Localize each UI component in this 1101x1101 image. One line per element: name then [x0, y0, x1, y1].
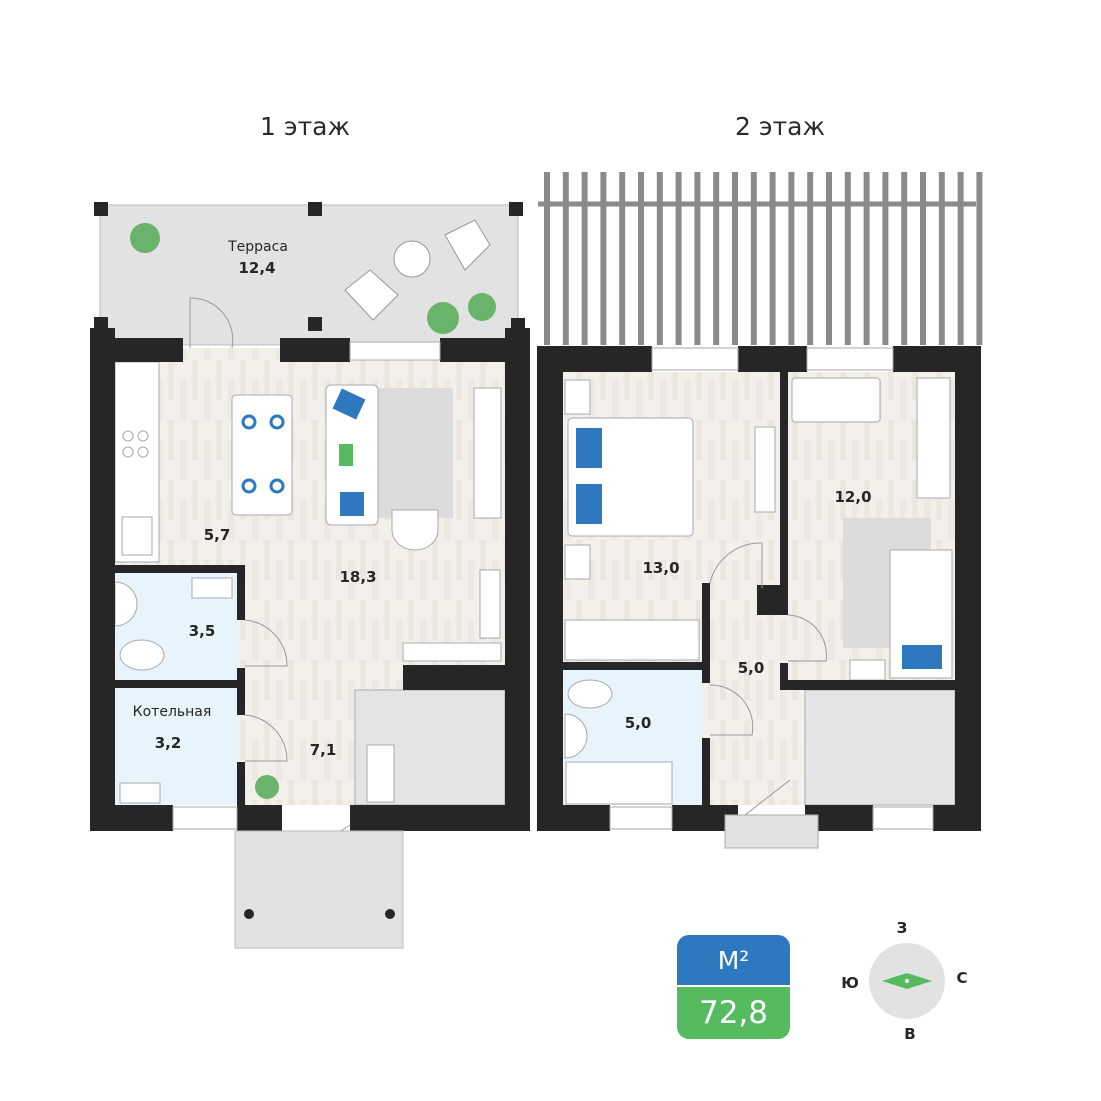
- sofa: [325, 384, 502, 662]
- floor2-walls: [537, 346, 981, 831]
- railing: [538, 172, 983, 345]
- terrace: [94, 202, 525, 346]
- bathroom2-fixtures: [564, 679, 673, 805]
- boiler-room-area: 3,2: [154, 734, 182, 752]
- stairs-floor1: [354, 689, 506, 806]
- compass-east: В: [904, 1025, 916, 1043]
- area-unit: М²: [677, 935, 790, 985]
- window: [172, 806, 238, 830]
- compass-south: Ю: [841, 974, 859, 992]
- floor1-title: 1 этаж: [260, 112, 350, 141]
- hall-area: 7,1: [309, 741, 337, 759]
- terrace-label: Терраса: [228, 239, 288, 255]
- dining-table: [231, 394, 293, 516]
- bedroom-furniture: [564, 377, 953, 681]
- plant-icon: [130, 223, 496, 799]
- living-room-area: 18,3: [339, 568, 377, 586]
- bathroom2-area: 5,0: [624, 714, 652, 732]
- boiler-room-label: Котельная: [132, 704, 212, 720]
- kitchen-counter: [114, 361, 160, 563]
- doors-floor2: [709, 542, 827, 816]
- bathroom1-fixtures: [114, 577, 233, 804]
- terrace-area: 12,4: [238, 259, 276, 277]
- porch: [234, 830, 404, 949]
- bathroom1-area: 3,5: [188, 622, 216, 640]
- compass-north: С: [956, 969, 968, 987]
- compass-west: З: [896, 919, 908, 937]
- balcony: [724, 814, 819, 849]
- kitchen-area: 5,7: [203, 526, 231, 544]
- window: [609, 347, 934, 830]
- window: [349, 341, 441, 361]
- floor1-walls: [90, 328, 530, 831]
- bedroom1-area: 13,0: [642, 559, 680, 577]
- total-area-badge: М² 72,8: [677, 935, 790, 1039]
- floor2-title: 2 этаж: [735, 112, 825, 141]
- bedroom2-area: 12,0: [834, 488, 872, 506]
- corridor-area: 5,0: [737, 659, 765, 677]
- stairs-floor2: [804, 689, 956, 806]
- compass: [869, 943, 945, 1019]
- area-value: 72,8: [677, 987, 790, 1039]
